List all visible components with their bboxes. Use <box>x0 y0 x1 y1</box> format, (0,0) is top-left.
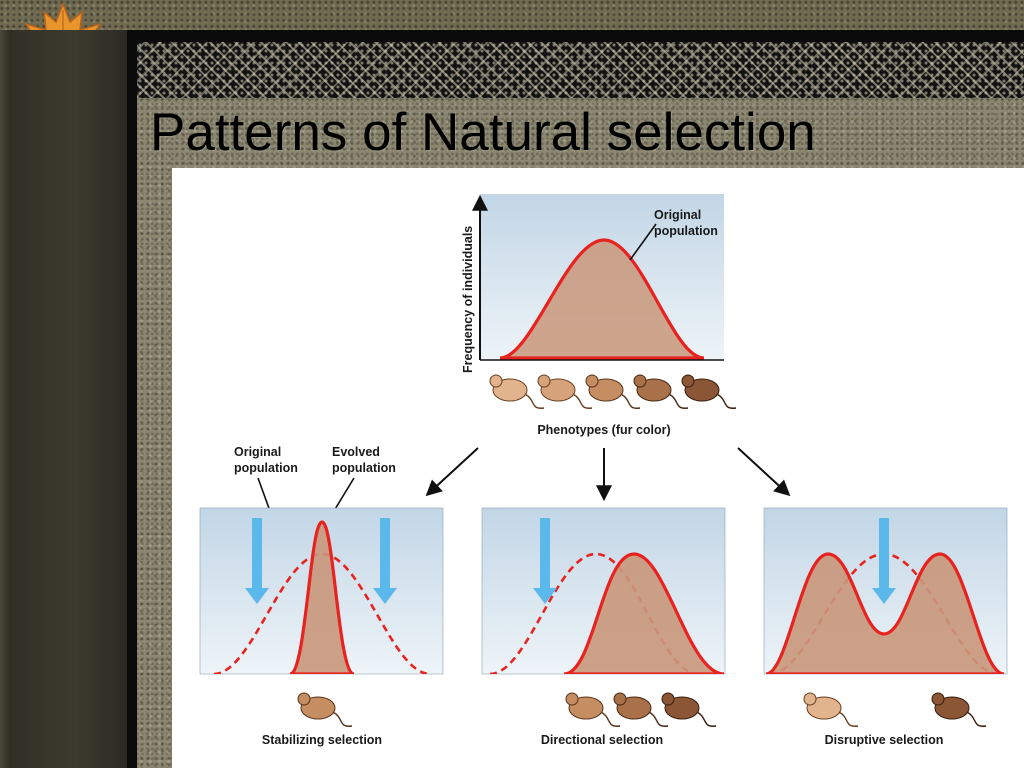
top-panel: Frequency of individuals Original popula… <box>461 194 724 373</box>
mouse-icon <box>803 692 859 727</box>
legend-evolved-line2: population <box>332 461 396 475</box>
mouse-icon <box>633 374 689 409</box>
figure-svg: Frequency of individuals Original popula… <box>199 194 1008 747</box>
left-sidebar-edge <box>0 30 12 768</box>
stabilizing-caption: Stabilizing selection <box>262 733 382 747</box>
stabilizing-evolved-curve <box>289 520 355 674</box>
legend-original-line1: Original <box>234 445 281 459</box>
directional-panel: Directional selection <box>481 507 726 747</box>
disruptive-evolved-curve <box>765 552 1005 674</box>
top-curve-label-line2: population <box>654 224 718 238</box>
mouse-icon <box>681 374 737 409</box>
legend-evolved-line1: Evolved <box>332 445 380 459</box>
y-axis-label: Frequency of individuals <box>461 226 475 373</box>
top-curve-label-line1: Original <box>654 208 701 222</box>
decorative-pattern-band <box>137 42 1024 98</box>
original-population-curve <box>499 238 705 360</box>
phenotypes-caption: Phenotypes (fur color) <box>537 423 670 437</box>
selection-arrow-icon <box>373 518 397 604</box>
stabilizing-original-curve <box>213 552 431 674</box>
mouse-icon <box>585 374 641 409</box>
mouse-icon <box>489 374 545 409</box>
mouse-icon <box>613 692 669 727</box>
phenotype-mice-row <box>489 374 737 409</box>
disruptive-caption: Disruptive selection <box>825 733 944 747</box>
mouse-icon <box>297 692 353 727</box>
mouse-icon <box>661 692 717 727</box>
top-curve-label-pointer <box>629 223 657 261</box>
arrow-to-stabilizing <box>425 447 479 497</box>
left-sidebar-bar <box>0 30 127 768</box>
arrow-to-disruptive <box>737 447 791 497</box>
selection-arrow-icon <box>872 518 896 604</box>
mouse-icon <box>537 374 593 409</box>
top-texture-strip <box>0 0 1024 30</box>
slide-frame-vertical <box>127 30 137 768</box>
slide-title: Patterns of Natural selection <box>150 103 816 162</box>
disruptive-panel: Disruptive selection <box>763 507 1008 747</box>
stabilizing-panel: Stabilizing selection <box>199 507 444 747</box>
natural-selection-figure: Frequency of individuals Original popula… <box>172 168 1024 768</box>
mouse-icon <box>931 692 987 727</box>
mouse-icon <box>565 692 621 727</box>
directional-evolved-curve <box>563 552 725 674</box>
selection-arrow-icon <box>533 518 557 604</box>
selection-arrow-icon <box>245 518 269 604</box>
slide-frame-horizontal <box>127 30 1024 42</box>
directional-caption: Directional selection <box>541 733 663 747</box>
legend-original-line2: population <box>234 461 298 475</box>
